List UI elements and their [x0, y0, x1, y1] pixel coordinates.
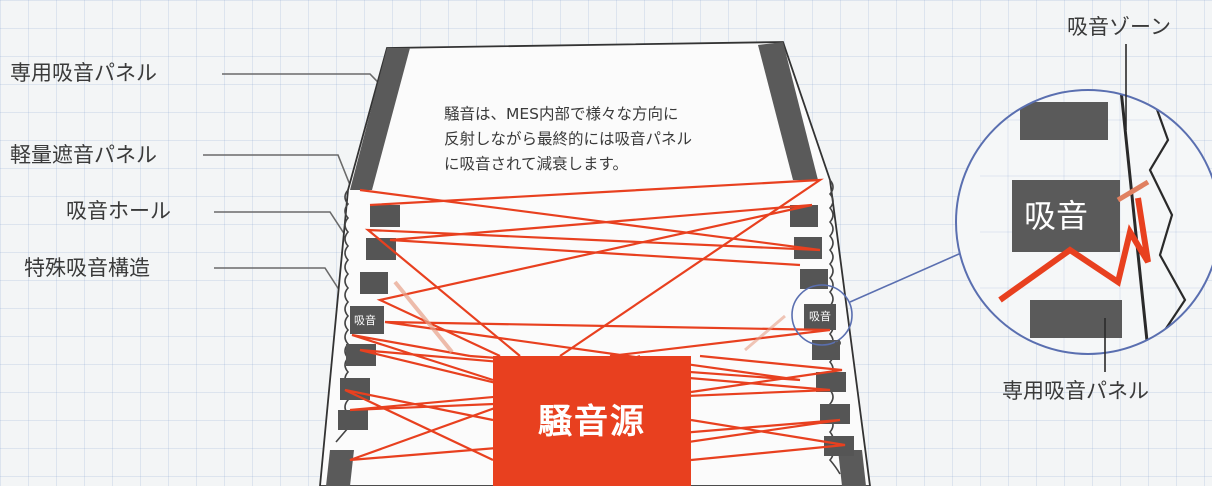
- absorb-tag-right: 吸音: [809, 310, 831, 323]
- noise-source-box: 騒音源: [493, 356, 691, 486]
- label-special-structure: 特殊吸音構造: [24, 256, 150, 280]
- description-line: に吸音されて減衰します。: [444, 155, 628, 173]
- absorption-panel-left: [350, 48, 410, 190]
- noise-source-label: 騒音源: [538, 401, 646, 442]
- label-panel-right: 専用吸音パネル: [1002, 379, 1149, 403]
- zoom-detail: [980, 90, 1212, 354]
- description-line: 騒音は、MES内部で様々な方向に: [444, 105, 679, 123]
- label-panel-left: 専用吸音パネル: [10, 61, 157, 85]
- label-absorption-hole: 吸音ホール: [66, 199, 171, 223]
- right-panels: [790, 205, 854, 456]
- label-lightweight-panel: 軽量遮音パネル: [10, 143, 157, 167]
- label-absorption-zone: 吸音ゾーン: [1067, 15, 1171, 39]
- description-text: 騒音は、MES内部で様々な方向に 反射しながら最終的には吸音パネル に吸音されて…: [444, 102, 764, 177]
- absorb-tag-left: 吸音: [354, 314, 376, 327]
- description-line: 反射しながら最終的には吸音パネル: [444, 130, 693, 148]
- left-panels: [338, 205, 400, 430]
- zoom-source-circle: [791, 284, 853, 346]
- absorption-panel-right: [758, 42, 818, 180]
- absorb-tag-zoom: 吸音: [1024, 197, 1089, 235]
